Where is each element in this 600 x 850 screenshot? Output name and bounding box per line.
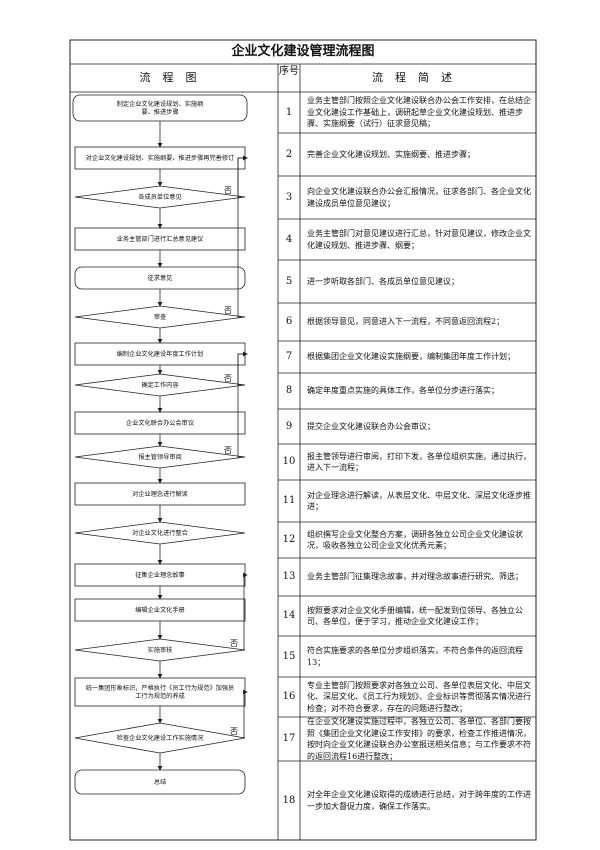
- row-description: 根据领导意见，同意进入下一流程，不同意返回流程2；: [307, 317, 505, 327]
- row-number: 15: [282, 651, 296, 662]
- page-title: 企业文化建设管理流程图: [231, 44, 375, 59]
- flow-node-3-label: 各成员单位意见: [138, 193, 181, 201]
- flow-node-17-label: 检查企业文化建设工作实施情况: [117, 734, 204, 742]
- flow-node-15-label: 实施审核: [148, 646, 173, 654]
- no-label: 否: [230, 639, 238, 648]
- flow-node-18-label: 总结: [154, 778, 166, 786]
- no-label: 否: [224, 186, 232, 195]
- row-number: 8: [285, 385, 293, 396]
- row-description: 业务主管部门按照企业文化建设联合办公会工作安排，在总结企业文化建设工作基础上，调…: [307, 96, 531, 129]
- flow-node-1-label: 制定企业文化建设规划、实施纲要、推进步骤: [117, 100, 204, 116]
- row-description: 专业主管部门按照要求对各独立公司、各单位表层文化、中层文化、深层文化、《员工行为…: [307, 680, 531, 713]
- row-number: 16: [282, 691, 296, 702]
- flow-node-12-label: 对企业文化进行整合: [132, 529, 188, 537]
- row-number: 9: [285, 421, 293, 432]
- flow-node-2-label: 对企业文化建设规划、实施纲要、推进步骤再完善修订: [86, 154, 235, 162]
- loop-back-arrow: [237, 351, 248, 458]
- row-number: 1: [285, 107, 293, 118]
- no-label: 否: [224, 374, 232, 383]
- loop-back-arrow: [237, 155, 248, 318]
- flow-node-16-label: 统一集团形象标识，严格执行《员工行为规范》加强员工行为规范的养成: [86, 684, 235, 700]
- row-number: 10: [282, 456, 296, 467]
- row-description: 确定年度重点实施的具体工作，各单位分步进行落实；: [307, 386, 499, 396]
- row-number: 3: [285, 192, 293, 203]
- header-flow: 流程图: [139, 71, 209, 84]
- no-label: 否: [224, 306, 232, 315]
- row-description: 完善企业文化建设规划、实施纲要、推进步骤；: [307, 149, 475, 159]
- flow-node-16: [74, 677, 246, 707]
- loop-back-arrow: [243, 689, 248, 739]
- row-number: 11: [282, 495, 296, 506]
- loop-back-arrow: [243, 572, 248, 651]
- row-description: 按照要求对企业文化手册编辑，统一配发到位领导、各独立公司、各单位，便于学习，推动…: [307, 605, 523, 627]
- row-number: 12: [282, 534, 296, 545]
- flow-node-12: [74, 521, 246, 545]
- row-number: 17: [282, 733, 296, 744]
- row-description: 进一步听取各部门、各成员单位意见建议；: [307, 276, 459, 286]
- flow-node-4-label: 业务主管部门进行汇总意见建议: [117, 235, 204, 243]
- flow-node-5-label: 征求意见: [148, 274, 173, 282]
- header-desc: 流程简述: [372, 71, 464, 84]
- row-number: 5: [285, 276, 293, 287]
- flow-node-9-label: 企业文化联合办公会审议: [126, 419, 195, 427]
- row-number: 18: [282, 795, 296, 806]
- flow-node-8-label: 确定工作内容: [141, 381, 178, 389]
- row-number: 13: [282, 571, 296, 582]
- row-number: 6: [285, 316, 293, 327]
- row-number: 2: [285, 149, 293, 160]
- row-description: 对全年企业文化建设取得的成绩进行总结，对于跨年度的工作进一步加大督促力度，确保工…: [307, 790, 531, 811]
- row-description: 业务主管部门征集理念故事，并对理念故事进行研究、筛选；: [307, 572, 523, 582]
- flow-node-13-label: 征集企业理念故事: [135, 571, 185, 579]
- row-description: 提交企业文化建设联合办公会审议；: [307, 421, 435, 431]
- header-seq: 序号: [279, 66, 299, 77]
- flow-node-7-label: 编制企业文化建设年度工作计划: [117, 350, 204, 358]
- row-number: 14: [282, 610, 296, 621]
- no-label: 否: [230, 727, 238, 736]
- row-description: 对企业理念进行解读，从表层文化、中层文化、深层文化逐步推进；: [307, 490, 531, 512]
- flow-node-6-label: 审查: [154, 313, 166, 321]
- row-number: 7: [285, 351, 293, 362]
- row-description: 报主管领导进行审阅，打印下发，各单位组织实施，通过执行，进入下一流程；: [307, 451, 531, 473]
- flow-node-10-label: 报主管领导审阅: [138, 453, 181, 461]
- row-description: 业务主管部门对意见建议进行汇总，针对意见建议，修改企业文化建设规划、推进步骤、纲…: [307, 229, 531, 250]
- row-number: 4: [285, 234, 293, 245]
- no-label: 否: [224, 446, 232, 455]
- flow-node-14-label: 编辑企业文化手册: [135, 606, 185, 614]
- row-description: 根据集团企业文化建设实施纲要，编制集团年度工作计划；: [307, 352, 515, 362]
- flow-node-1: [72, 94, 248, 122]
- row-description: 组织撰写企业文化整合方案，调研各独立公司企业文化建设状况，吸收各独立公司企业文化…: [307, 529, 523, 551]
- row-description: 向企业文化建设联合办公会汇报情况，征求各部门、各企业文化建设成员单位意见建议；: [307, 187, 531, 208]
- row-description: 符合实施要求的各单位分步组织落实，不符合条件的返回流程13；: [307, 646, 523, 667]
- flow-node-11-label: 对企业理念进行解读: [132, 490, 188, 498]
- row-description: 在企业文化建设实施过程中，各独立公司、各单位、各部门要按照《集团企业文化建设工作…: [307, 717, 531, 761]
